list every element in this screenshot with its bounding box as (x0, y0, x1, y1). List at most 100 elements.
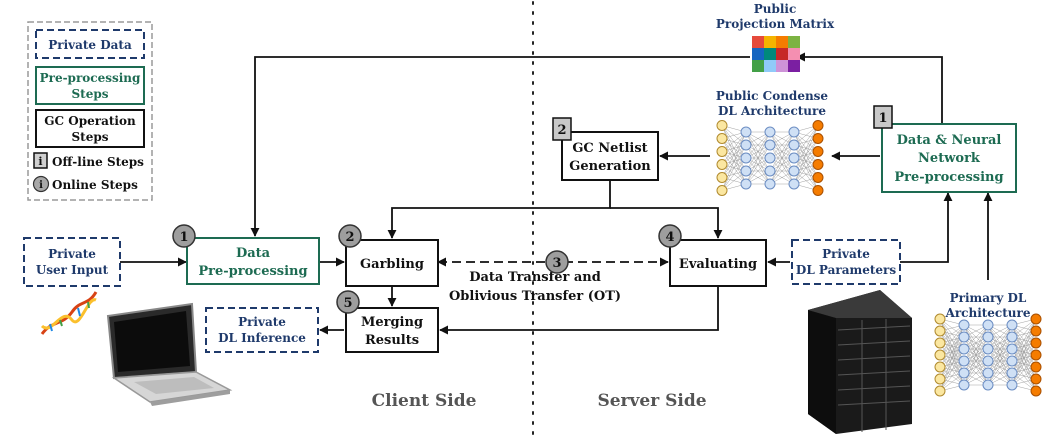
condense-dl-edge (745, 131, 771, 185)
condense-dl-node (788, 139, 800, 151)
condense-dl-edge (769, 131, 795, 185)
primary-dl-edge (1011, 318, 1037, 362)
condense-dl-node (740, 152, 752, 164)
condense-dl-node (812, 172, 824, 183)
condense-dl-node (716, 146, 728, 157)
private-dl-parameters-label-2: DL Parameters (796, 263, 896, 277)
condense-dl-title-2: DL Architecture (718, 104, 826, 118)
server-side-label: Server Side (597, 391, 706, 411)
primary-dl-node (1006, 367, 1018, 379)
condense-dl-node (716, 185, 728, 196)
legend-private-data (35, 29, 145, 59)
arrow-evaluating-to-merging (439, 286, 719, 335)
dnn-preprocessing-label-2: Network (918, 151, 981, 166)
primary-dl-edge (1011, 342, 1037, 386)
primary-dl-node (1030, 373, 1042, 385)
condense-dl-node (812, 120, 824, 131)
primary-dl-edge (987, 348, 1013, 386)
primary-dl-edge (963, 360, 989, 386)
step-badge-1-client: 1 (172, 224, 196, 248)
condense-dl-node (812, 159, 824, 170)
condense-dl-edge (745, 131, 771, 159)
laptop-icon (106, 302, 233, 406)
step-badge-4-evaluating-text: 4 (665, 230, 674, 245)
legend-online-badge-text: i (39, 180, 43, 191)
legend-preprocessing-label-2: Steps (72, 87, 109, 101)
primary-dl-edge (963, 324, 989, 374)
condense-dl-node (764, 178, 776, 190)
step-badge-1-server-text: 1 (878, 111, 887, 126)
primary-dl-node (934, 373, 946, 385)
condense-dl-edge (793, 125, 819, 172)
dnn-preprocessing-label: Data & Neural (897, 133, 1002, 148)
primary-dl-node (958, 319, 970, 331)
primary-dl-edge (963, 324, 989, 362)
primary-dl-edge (987, 324, 1013, 350)
condense-dl-edge (745, 144, 771, 185)
primary-dl-node (1030, 325, 1042, 337)
primary-dl-node (982, 319, 994, 331)
arrow-netlist-to-garbling (387, 181, 611, 239)
projection-matrix-title: Public (754, 2, 797, 16)
condense-dl-node (812, 146, 824, 157)
condense-dl-edge (769, 131, 795, 172)
condense-dl-node (716, 172, 728, 183)
condense-dl-node (764, 139, 776, 151)
step-badge-3-transfer: 3 (545, 250, 569, 274)
primary-dl-node (1030, 385, 1042, 397)
primary-dl-node (1006, 319, 1018, 331)
legend-private-data-label: Private Data (48, 38, 132, 52)
primary-dl-edge (963, 336, 989, 386)
private-dl-inference-box (205, 307, 319, 353)
primary-dl-node (934, 337, 946, 349)
step-badge-2-netlist: 2 (552, 117, 572, 141)
condense-dl-node (812, 133, 824, 144)
private-user-input-label: Private (48, 247, 96, 261)
condense-dl-node (788, 165, 800, 177)
private-user-input-label-2: User Input (36, 263, 109, 277)
primary-dl-node (958, 379, 970, 391)
private-dl-parameters-label: Private (822, 247, 870, 261)
primary-dl-edge (1011, 354, 1037, 386)
condense-dl-edge (745, 131, 771, 172)
legend-offline-label: Off-line Steps (52, 155, 144, 169)
gc-netlist-generation-box (561, 131, 659, 181)
primary-dl-node (1030, 361, 1042, 373)
primary-dl-node (982, 379, 994, 391)
private-dl-parameters-box (791, 239, 901, 285)
legend-preprocessing (35, 66, 145, 105)
condense-dl-node (740, 126, 752, 138)
merging-results-box (345, 307, 439, 353)
evaluating-label: Evaluating (679, 257, 757, 272)
legend-preprocessing-label: Pre-processing (40, 71, 141, 85)
data-preprocessing-box (186, 237, 320, 285)
primary-dl-title-2: Architecture (945, 306, 1031, 320)
condense-dl-node (716, 159, 728, 170)
merging-results-label: Merging (361, 315, 423, 330)
primary-dl-edge (963, 324, 989, 350)
primary-dl-network (934, 313, 1042, 397)
arrow-projection-to-data-preproc (250, 56, 750, 237)
primary-dl-node (982, 367, 994, 379)
primary-dl-node (958, 343, 970, 355)
condense-dl-edge (721, 144, 747, 191)
legend-gc-label-2: Steps (72, 130, 109, 144)
condense-dl-node (716, 120, 728, 131)
primary-dl-edge (939, 324, 965, 368)
primary-dl-node (1006, 331, 1018, 343)
primary-dl-edge (939, 348, 965, 392)
condense-dl-network (716, 120, 824, 196)
gc-netlist-label: GC Netlist (572, 141, 647, 156)
condense-dl-title: Public Condense (716, 89, 829, 103)
primary-dl-edge (987, 360, 1013, 386)
primary-dl-node (1006, 355, 1018, 367)
primary-dl-node (934, 361, 946, 373)
step-badge-1-client-text: 1 (179, 230, 188, 245)
evaluating-box (669, 239, 767, 287)
condense-dl-node (788, 126, 800, 138)
dnn-preprocessing-label-3: Pre-processing (894, 170, 1003, 185)
private-dl-inference-label-2: DL Inference (218, 331, 306, 345)
step-badge-2-garbling-text: 2 (345, 230, 354, 245)
server-rack-icon (808, 290, 912, 434)
